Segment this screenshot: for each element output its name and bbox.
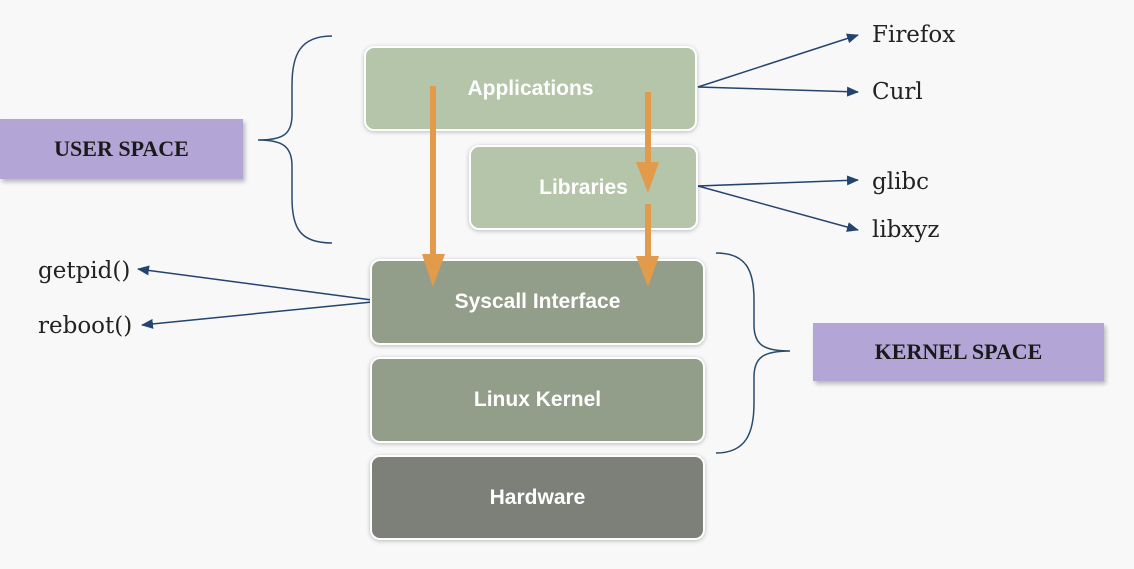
lib-label-glibc: glibc [872, 169, 930, 195]
kernel-space-tag: KERNEL SPACE [813, 323, 1104, 381]
syscall-label-reboot: reboot() [38, 313, 133, 339]
flow-arrow-apps-to-syscall-shaft [430, 86, 436, 256]
linux-kernel-layer: Linux Kernel [370, 357, 705, 443]
flow-arrow-apps-to-libs-head [636, 162, 659, 193]
libraries-layer: Libraries [469, 145, 698, 230]
hardware-layer: Hardware [370, 455, 705, 540]
syscall-interface-layer: Syscall Interface [370, 259, 705, 345]
user-space-label: USER SPACE [54, 136, 189, 161]
arrow-to-firefox [697, 33, 859, 88]
arrow-to-libxyz [697, 185, 859, 232]
flow-arrow-libs-to-syscall-shaft [645, 204, 651, 258]
user-space-brace [257, 35, 333, 244]
arrow-to-glibc [697, 175, 859, 187]
syscall-interface-label: Syscall Interface [454, 290, 621, 313]
app-label-curl: Curl [872, 79, 923, 105]
syscall-label-getpid: getpid() [38, 258, 131, 284]
linux-kernel-label: Linux Kernel [473, 388, 602, 411]
arrow-to-reboot [141, 301, 373, 329]
hardware-label: Hardware [489, 485, 586, 509]
lib-label-libxyz: libxyz [872, 217, 940, 243]
kernel-space-brace [715, 252, 791, 454]
kernel-space-label: KERNEL SPACE [874, 339, 1043, 364]
arrow-to-curl [697, 86, 859, 97]
user-space-tag: USER SPACE [0, 119, 243, 179]
app-label-firefox: Firefox [872, 22, 956, 48]
flow-arrow-apps-to-libs-shaft [645, 92, 651, 164]
libraries-label: Libraries [539, 175, 628, 199]
flow-arrow-libs-to-syscall-head [636, 256, 659, 287]
applications-layer: Applications [364, 46, 697, 131]
flow-arrow-apps-to-syscall-head [422, 254, 445, 287]
arrow-to-getpid [137, 265, 373, 301]
applications-label: Applications [467, 76, 594, 100]
